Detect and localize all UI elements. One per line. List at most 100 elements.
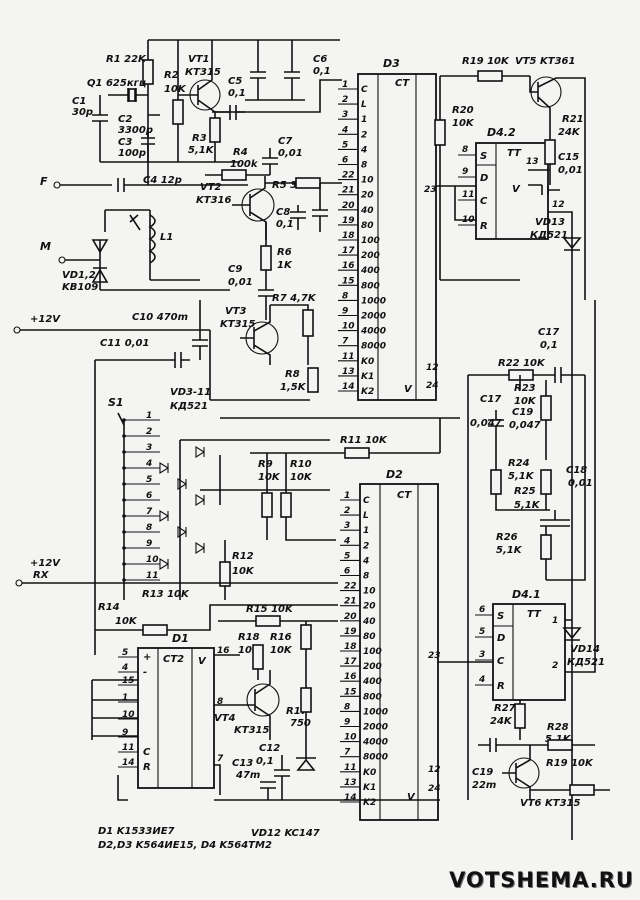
d1-pin-6: 11: [122, 743, 135, 753]
resistor-r27: [514, 703, 526, 729]
d2-left-pins-num-12: 16: [344, 672, 357, 682]
d2-left-pins-num-13: 15: [344, 687, 357, 697]
d2-left-pins-num-9: 19: [344, 627, 357, 637]
d2-left-pins-num-1: 2: [344, 506, 350, 516]
d41-pins-pin-0: 6: [479, 605, 485, 615]
vt4-type: KT315: [234, 725, 269, 736]
c13-label: C13: [232, 758, 253, 769]
d2-left-pins-fn-0: C: [363, 496, 370, 506]
d2-left-pins-fn-9: 80: [363, 632, 376, 642]
varicap-vd2: [91, 267, 109, 283]
d3-label: D3: [383, 57, 400, 70]
d2-left-pins-fn-19: K1: [363, 783, 376, 793]
d2-left-pins-num-4: 5: [344, 551, 350, 561]
r10-label: R10: [290, 459, 312, 470]
resistor-r20: [434, 119, 446, 146]
resistor-r16: [300, 624, 312, 650]
d2-left-pins-num-16: 10: [344, 733, 357, 743]
c18-value: 0,01: [568, 478, 593, 489]
r20-label: R20: [452, 105, 474, 116]
d2-pin-24: 24: [428, 784, 441, 794]
resistor-r21: [544, 139, 556, 165]
l1-label: L1: [160, 232, 173, 243]
d2-left-pins-fn-13: 800: [363, 692, 382, 702]
c1-label: C1: [72, 96, 86, 107]
d3-left-pins-fn-2: 1: [361, 115, 367, 125]
d3-left-pins-fn-9: 80: [361, 221, 374, 231]
r17-value: 750: [290, 718, 311, 729]
resistor-r4: [221, 169, 247, 181]
d42-pins-fn-1: D: [480, 173, 488, 184]
watermark: VOTSHEMA.RU: [449, 868, 634, 892]
c12-label: C12: [259, 743, 280, 754]
d3-left-pins-fn-11: 200: [361, 251, 380, 261]
d3-left-pins-num-2: 3: [342, 110, 348, 120]
d2-left-pins-num-15: 9: [344, 718, 350, 728]
m-terminal[interactable]: [58, 256, 66, 264]
resistor-r22: [508, 369, 534, 381]
power-section: +12V C11 0,01 R8 1,5K VD3-11 КД521: [13, 314, 460, 655]
plus12v-rx-terminal[interactable]: [15, 579, 23, 587]
vd14-type: КД521: [567, 657, 605, 668]
d2-left-pins-fn-5: 8: [363, 572, 369, 582]
r11-label: R11 10K: [340, 435, 388, 446]
vd13-label: VD13: [535, 217, 565, 228]
d4-1-title: TT: [527, 609, 542, 620]
s1-pos-8: 9: [146, 539, 152, 549]
r12-label: R12: [232, 551, 254, 562]
s1-pos-6: 7: [146, 507, 153, 517]
c17a-value: 0,1: [540, 340, 558, 351]
d2-left-pins-fn-14: 1000: [363, 707, 388, 717]
d2-left-pins-fn-2: 1: [363, 526, 369, 536]
resistor-r2: [172, 99, 184, 125]
d2-left-pins-fn-15: 2000: [363, 723, 388, 733]
resistor-bank: R11 10K R9 10K R10 10K R12 10K R13 10K R…: [95, 418, 441, 636]
d41-pins-fn-3: R: [497, 681, 505, 692]
c5-value: 0,1: [228, 88, 246, 99]
r6-label: R6: [277, 247, 292, 258]
d3-left-pins-num-0: 1: [342, 80, 348, 90]
vt2-type: KT316: [196, 195, 231, 206]
resistor-r13: [142, 624, 168, 636]
m-terminal-label: M: [40, 240, 51, 253]
crystal-q1: [128, 88, 136, 102]
d3-left-pins-num-15: 9: [342, 307, 348, 317]
d2-left-pins-fn-4: 4: [362, 556, 369, 566]
r22-label: R22 10K: [498, 358, 546, 369]
c13-value: 47m: [235, 770, 260, 781]
transistor-vt4[interactable]: [246, 683, 280, 717]
c2-label: C2: [118, 114, 132, 125]
d2-left-pins-num-2: 3: [344, 521, 350, 531]
vt1-type: КТ315: [185, 67, 221, 78]
d3-title: CT: [395, 78, 410, 89]
diode-vd-10: [159, 558, 170, 570]
d1-fn-1: -: [143, 667, 147, 678]
c1-value: 30p: [72, 107, 93, 118]
d3-left-pins-num-14: 8: [342, 291, 348, 301]
legend-line-2: D2,D3 K564ИЕ15, D4 K564TM2: [98, 840, 272, 851]
timer-section: R18 10K R16 10K VT4 KT315 R17 750 C12 0,…: [214, 621, 440, 839]
diode-vd-8: [177, 526, 188, 538]
d3-out-pin: 23: [424, 185, 437, 195]
d3-v: V: [404, 384, 413, 395]
d3-left-pins-num-1: 2: [342, 95, 348, 105]
vt1-label: VT1: [188, 54, 210, 65]
f-terminal[interactable]: [53, 181, 61, 189]
vd12-type: KB109: [62, 282, 98, 293]
r14-label: R14: [98, 602, 120, 613]
d41-pins-fn-1: D: [497, 633, 505, 644]
d3-left-pins-num-6: 22: [342, 171, 355, 181]
plus12v-terminal[interactable]: [13, 326, 21, 334]
d2-left-pins-fn-3: 2: [363, 541, 369, 551]
d4-1-pin-1: 1: [552, 616, 558, 626]
d3-left-pins-num-9: 19: [342, 216, 355, 226]
d3-left-pins-fn-6: 10: [361, 176, 374, 186]
output-stage-bottom: R28 5,1K C19 22m VT6 KT315 R19 10K: [472, 722, 610, 809]
diode-vd-5: [177, 478, 188, 490]
r28-label: R28: [547, 722, 569, 733]
d2-left-pins-num-8: 20: [344, 612, 357, 622]
d3-left-pins-num-11: 17: [342, 246, 355, 256]
